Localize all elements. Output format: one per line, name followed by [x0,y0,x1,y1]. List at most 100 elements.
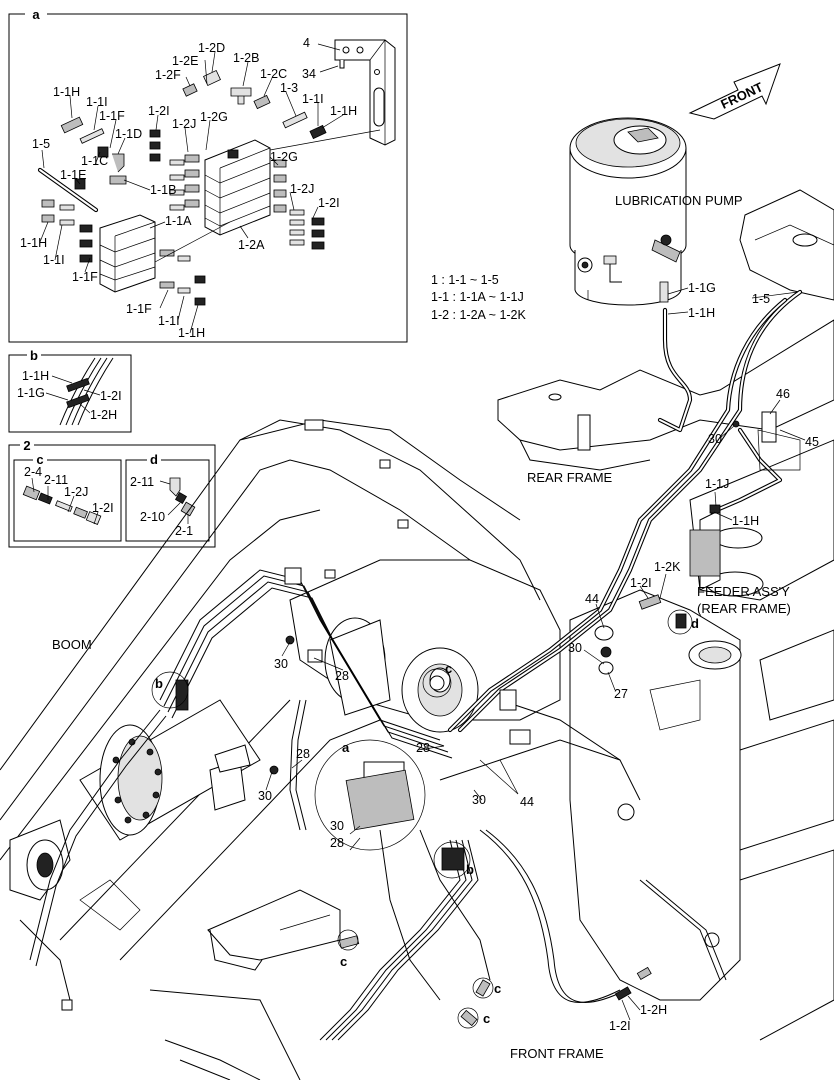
callout: 1-1I [158,314,180,328]
callout: 30 [330,819,344,833]
callout: 1-1F [126,302,152,316]
callout: 1-2I [148,104,170,118]
callout: 1-2I [630,576,652,590]
callout: 1-1F [72,270,98,284]
detail-panel-c: c 2-4 2-11 1-2J 1-2I [13,452,122,542]
detail-panel-b: b 1-1H 1-1G 1-2I 1-2H [8,348,132,433]
callout: 1-1D [115,127,142,141]
callout: 1-2H [90,408,117,422]
detail-ref-a: a [342,740,350,755]
feeder-assy-sublabel: (REAR FRAME) [697,601,791,616]
callout: 45 [805,435,819,449]
detail-group-2: 2 c 2-4 2-11 1-2J 1-2I d [8,438,216,548]
callout: 2-4 [24,465,42,479]
panel-d-letter: d [150,452,158,467]
callout: 1-3 [280,81,298,95]
callout: 1-2A [238,238,265,252]
group-2-number: 2 [23,438,30,453]
mounting-bracket [334,39,396,146]
callout: 30 [472,793,486,807]
callout: 1-2F [155,68,181,82]
callout: 4 [303,36,310,50]
callout: 1-1G [688,281,716,295]
panel-c-letter: c [36,452,43,467]
left-fittings [149,129,200,211]
callout: 1-1H [178,326,205,340]
callout: 30 [568,641,582,655]
callout: 28 [330,836,344,850]
callout: 2-11 [130,475,154,489]
callout: 46 [776,387,790,401]
callout: 28 [416,741,430,755]
callout: 1-1A [165,214,192,228]
detail-ref-b: b [155,676,163,691]
callout: 1-1J [705,477,729,491]
callout: 1-2J [172,117,196,131]
cylinder-bolts [112,738,162,824]
front-frame-label: FRONT FRAME [510,1046,604,1061]
callout: 1-1F [99,109,125,123]
callout: 30 [258,789,272,803]
callout: 1-1H [20,236,47,250]
manifold-block-1-2a [149,129,381,250]
callout: 1-2J [64,485,88,499]
detail-ref-c4: c [483,1011,490,1026]
callout: 1-1C [81,154,108,168]
main-leaders [265,287,806,1021]
rear-frame-label: REAR FRAME [527,470,613,485]
callout: 1-1H [330,104,357,118]
manifold-block-1-1a [37,167,231,306]
callout: 1-5 [752,292,770,306]
lubrication-hoses [29,289,803,1041]
legend: 1 : 1-1 ~ 1-5 1-1 : 1-1A ~ 1-1J 1-2 : 1-… [431,273,527,322]
callout: 30 [708,432,722,446]
callout: 1-1I [302,92,324,106]
detail-reference-circles [151,609,693,1029]
callout: 1-2C [260,67,287,81]
detail-ref-c2: c [340,954,347,969]
panel-a-leaders [39,43,344,334]
right-fittings [273,159,325,250]
callout: 1-2D [198,41,225,55]
detail-ref-b2: b [466,862,474,877]
callout: 1-2B [233,51,259,65]
machine-structure [0,189,834,1080]
detail-ref-c: c [445,661,452,676]
callout: 44 [585,592,599,606]
callout: 28 [335,669,349,683]
callout: 1-1H [732,514,759,528]
callout: 1-1H [53,85,80,99]
callout: 1-1G [17,386,45,400]
callout: 1-2I [92,501,114,515]
callout: 2-1 [175,524,193,538]
callout: 1-1I [43,253,65,267]
callout: 1-2I [318,196,340,210]
legend-line-1: 1 : 1-1 ~ 1-5 [431,273,499,287]
detail-panel-d: d 2-11 2-10 2-1 [125,452,210,542]
callout: 1-2G [270,150,298,164]
callout: 34 [302,67,316,81]
panel-a-letter: a [32,7,40,22]
detail-ref-d: d [691,616,699,631]
boom-label: BOOM [52,637,92,652]
panel-a-callouts: 4 34 1-2D 1-2E 1-2B 1-2F 1-2C 1-3 1-1H 1… [20,36,357,340]
detail-ref-c3: c [494,981,501,996]
lubrication-pump-label: LUBRICATION PUMP [615,193,743,208]
callout: 1-1E [60,168,86,182]
callout: 1-2I [100,389,122,403]
callout: 1-2K [654,560,681,574]
legend-line-3: 1-2 : 1-2A ~ 1-2K [431,308,527,322]
feeder-assy-label: FEEDER ASS'Y [697,584,790,599]
callout: 1-2I [609,1019,631,1033]
legend-line-2: 1-1 : 1-1A ~ 1-1J [431,290,524,304]
callout: 27 [614,687,628,701]
callout: 1-2E [172,54,198,68]
callout: 1-1H [22,369,49,383]
callout: 1-1B [150,183,176,197]
callout: 2-11 [44,473,68,487]
callout: 1-2H [640,1003,667,1017]
lubrication-pump: LUBRICATION PUMP [569,117,743,306]
callout: 2-10 [140,510,165,524]
